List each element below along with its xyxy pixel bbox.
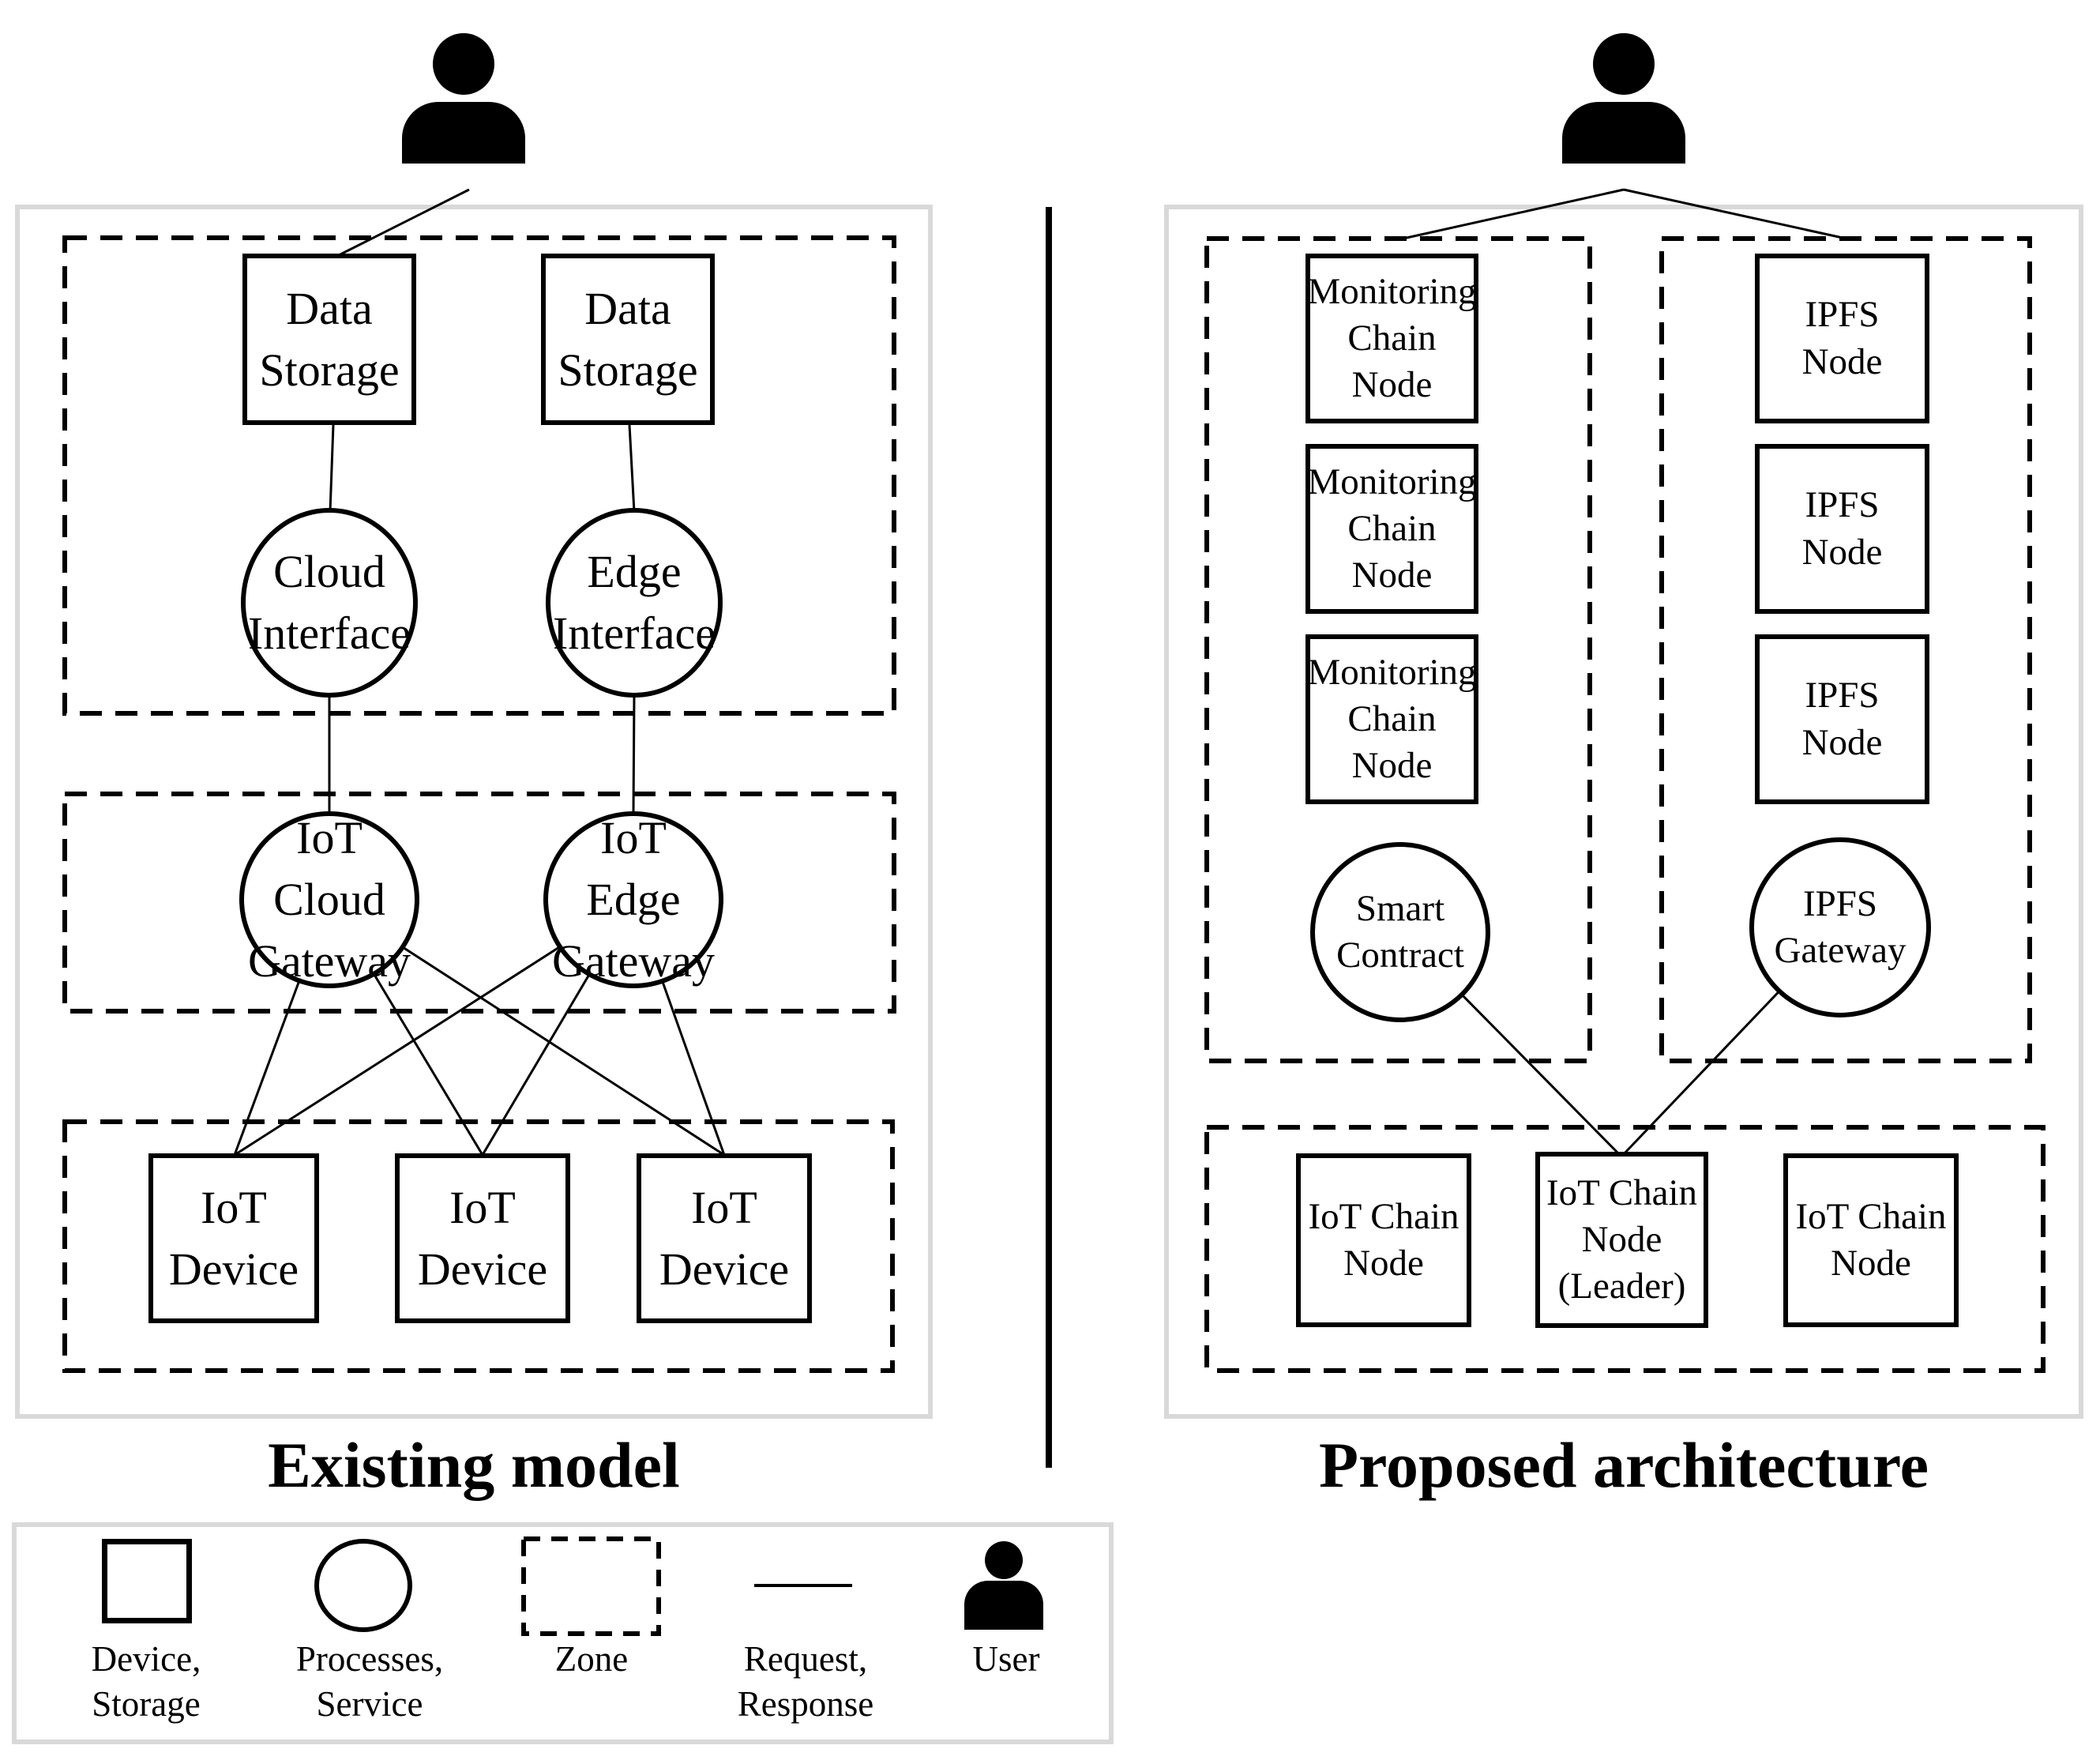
- node-cloud-interface: Cloud Interface: [241, 508, 418, 698]
- right-monitoring-zone: [1204, 236, 1592, 1063]
- legend-label-user: User: [972, 1639, 1040, 1679]
- user-icon: [985, 1541, 1023, 1579]
- edge-user-to-monitoring-zone: [1399, 188, 1625, 241]
- node-ipfs-node-3: IPFS Node: [1755, 634, 1929, 804]
- left-panel-frame: [15, 205, 933, 1419]
- right-panel-frame: [1164, 205, 2083, 1419]
- legend-label-request-response: Request, Response: [737, 1639, 874, 1725]
- node-ipfs-gateway: IPFS Gateway: [1749, 837, 1931, 1017]
- node-edge-interface: Edge Interface: [546, 508, 723, 698]
- user-icon: [433, 33, 494, 95]
- device-storage-square-icon: [102, 1539, 192, 1623]
- edge-data-storage-1-to-cloud-interface: [329, 424, 335, 513]
- right-panel-title: Proposed architecture: [1318, 1429, 1929, 1501]
- left-storage-zone: [62, 235, 896, 716]
- node-iot-chain-node-leader: IoT Chain Node (Leader): [1535, 1152, 1708, 1328]
- node-ipfs-node-1: IPFS Node: [1755, 254, 1929, 423]
- process-ellipse-icon: [314, 1539, 412, 1632]
- user-icon: [964, 1581, 1043, 1630]
- node-iot-device-1: IoT Device: [148, 1153, 319, 1323]
- node-monitoring-chain-node-3: Monitoring Chain Node: [1305, 634, 1478, 804]
- left-gateway-zone: [62, 792, 896, 1014]
- node-iot-edge-gateway: IoT Edge Gateway: [543, 811, 723, 988]
- node-iot-cloud-gateway: IoT Cloud Gateway: [239, 811, 419, 988]
- legend-label-zone: Zone: [554, 1639, 629, 1679]
- node-iot-device-2: IoT Device: [395, 1153, 570, 1323]
- zone-dashed-rect-icon: [521, 1536, 661, 1636]
- legend-frame: [12, 1522, 1114, 1744]
- legend-label-device-storage: Device, Storage: [91, 1639, 201, 1725]
- legend-label-processes-service: Processes, Service: [295, 1639, 444, 1725]
- node-iot-device-3: IoT Device: [637, 1153, 812, 1323]
- node-data-storage-1: Data Storage: [242, 254, 416, 425]
- node-smart-contract: Smart Contract: [1310, 842, 1490, 1022]
- left-device-zone: [62, 1119, 895, 1373]
- user-icon: [1593, 33, 1655, 95]
- node-iot-chain-node-2: IoT Chain Node: [1783, 1153, 1959, 1327]
- edge-data-storage-2-to-edge-interface: [628, 424, 636, 513]
- edge-edge-interface-to-edge-gateway: [632, 694, 636, 816]
- user-icon: [1562, 102, 1685, 164]
- left-panel-title: Existing model: [268, 1429, 680, 1501]
- node-monitoring-chain-node-1: Monitoring Chain Node: [1305, 254, 1478, 423]
- right-chain-zone: [1204, 1125, 2046, 1373]
- node-ipfs-node-2: IPFS Node: [1755, 444, 1929, 614]
- node-iot-chain-node-1: IoT Chain Node: [1296, 1153, 1471, 1327]
- node-data-storage-2: Data Storage: [541, 254, 715, 425]
- edge-user-to-ipfs-zone: [1623, 188, 1850, 241]
- user-icon: [402, 102, 525, 164]
- node-monitoring-chain-node-2: Monitoring Chain Node: [1305, 444, 1478, 614]
- edge-user-to-data-storage-1: [335, 188, 470, 258]
